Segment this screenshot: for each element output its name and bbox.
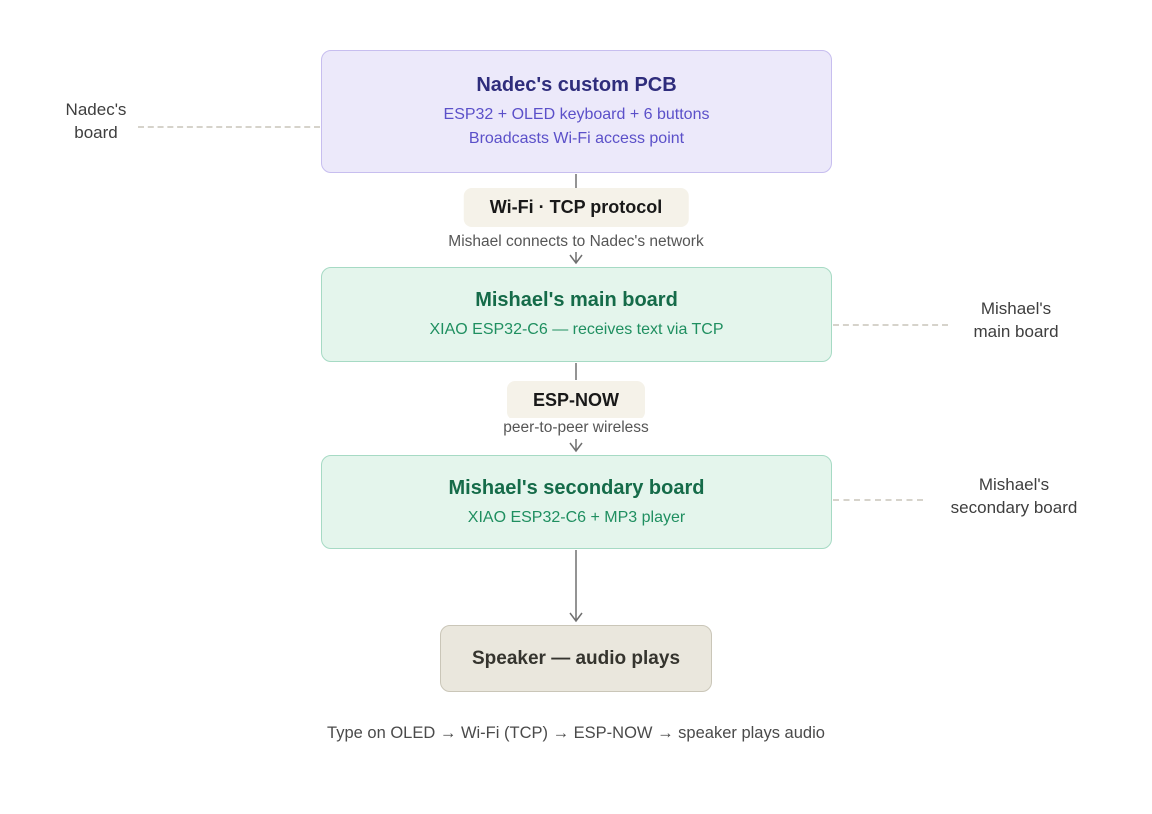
- connector-wifi-subtitle: Mishael connects to Nadec's network: [442, 232, 710, 252]
- flow-caption: Type on OLED → Wi-Fi (TCP) → ESP-NOW → s…: [327, 724, 825, 742]
- dashed-leader-nadec: [138, 126, 320, 128]
- side-label-main: Mishael's main board: [950, 297, 1082, 343]
- side-label-secondary: Mishael's secondary board: [930, 473, 1098, 519]
- connector-espnow-subtitle: peer-to-peer wireless: [497, 418, 655, 438]
- node-main-title: Mishael's main board: [475, 289, 678, 311]
- side-label-secondary-line2: secondary board: [950, 498, 1078, 517]
- dashed-leader-main: [833, 324, 948, 326]
- arrow-secondary-to-speaker: [569, 550, 583, 623]
- side-label-secondary-line1: Mishael's: [978, 475, 1050, 494]
- node-main-line1: XIAO ESP32-C6 — receives text via TCP: [429, 321, 724, 338]
- connector-wifi-title: Wi-Fi · TCP protocol: [489, 197, 663, 217]
- node-nadec-pcb: Nadec's custom PCB ESP32 + OLED keyboard…: [321, 50, 832, 173]
- node-speaker-title: Speaker — audio plays: [471, 647, 681, 669]
- node-nadec-title: Nadec's custom PCB: [476, 74, 677, 96]
- connector-espnow-title: ESP-NOW: [532, 390, 620, 410]
- node-secondary-board: Mishael's secondary board XIAO ESP32-C6 …: [321, 455, 832, 549]
- side-label-nadec: Nadec's board: [36, 98, 156, 144]
- side-label-nadec-line2: board: [74, 123, 118, 142]
- node-nadec-line2: Broadcasts Wi-Fi access point: [468, 130, 685, 147]
- node-main-board: Mishael's main board XIAO ESP32-C6 — rec…: [321, 267, 832, 362]
- side-label-main-line2: main board: [973, 322, 1059, 341]
- node-secondary-title: Mishael's secondary board: [448, 476, 705, 499]
- node-speaker: Speaker — audio plays: [440, 625, 712, 692]
- node-secondary-line1: XIAO ESP32-C6 + MP3 player: [467, 508, 686, 526]
- dashed-leader-secondary: [833, 499, 923, 501]
- connector-espnow-label: ESP-NOW: [506, 381, 646, 420]
- side-label-nadec-line1: Nadec's: [65, 100, 127, 119]
- node-nadec-line1: ESP32 + OLED keyboard + 6 buttons: [443, 106, 710, 123]
- side-label-main-line1: Mishael's: [980, 299, 1052, 318]
- connector-wifi-label: Wi-Fi · TCP protocol: [463, 188, 689, 227]
